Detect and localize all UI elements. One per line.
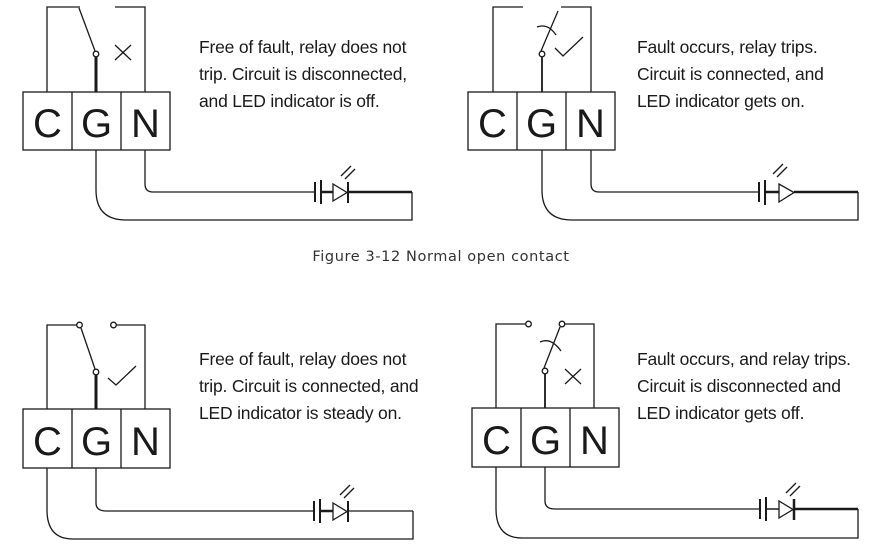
n-wire-top <box>561 6 592 92</box>
led-circuit-bottom-left <box>46 468 414 540</box>
g-to-led-wire <box>544 467 760 510</box>
c-contact-terminal <box>76 321 83 329</box>
figure-caption: Figure 3-12 Normal open contact <box>312 249 570 265</box>
n-to-led-wire <box>144 150 314 193</box>
description-top-right: Fault occurs, relay trips. Circuit is co… <box>637 37 824 111</box>
n-wire-top <box>565 323 595 408</box>
c-wire-top <box>46 6 80 92</box>
n-wire-top <box>115 6 146 92</box>
terminal-g: G <box>530 419 561 463</box>
terminal-c: C <box>33 102 62 146</box>
terminal-n: N <box>580 419 609 463</box>
n-to-led-wire <box>590 150 759 193</box>
switch-blade <box>80 327 96 370</box>
relay-contact-top-left <box>46 6 146 92</box>
pivot-terminal <box>92 50 100 58</box>
terminal-block-top-left: C G N <box>22 91 171 151</box>
description-bottom-left: Free of fault, relay does not trip. Circ… <box>199 349 419 423</box>
led-circuit-top-right <box>541 150 859 221</box>
switch-blade <box>543 326 561 369</box>
c-wire-top <box>492 6 523 92</box>
led-icon <box>759 482 801 521</box>
relay-contact-bottom-right <box>495 320 595 408</box>
panel-bottom-right: C G N <box>471 320 859 539</box>
n-contact-terminal <box>558 320 566 328</box>
led-icon <box>314 165 356 204</box>
c-wire-top <box>495 323 526 408</box>
panel-top-left: C G N <box>22 6 413 221</box>
led-icon <box>758 163 796 205</box>
cross-icon <box>114 44 132 61</box>
relay-contact-top-right <box>492 6 592 92</box>
check-icon <box>554 36 584 57</box>
terminal-c: C <box>478 102 507 146</box>
terminal-n: N <box>576 102 605 146</box>
terminal-g: G <box>81 420 112 464</box>
terminal-g: G <box>81 102 112 146</box>
n-wire-top <box>116 324 146 409</box>
switch-blade <box>78 7 96 52</box>
g-return-wire <box>95 150 413 221</box>
terminal-g: G <box>526 102 557 146</box>
terminal-n: N <box>131 102 160 146</box>
terminal-c: C <box>33 420 62 464</box>
panel-bottom-left: C G N <box>22 321 414 540</box>
g-return-wire <box>541 150 859 221</box>
led-circuit-bottom-right <box>495 467 859 539</box>
terminal-block-bottom-right: C G N <box>471 407 620 468</box>
panel-top-right: C G N <box>467 6 859 221</box>
g-to-led-wire <box>95 468 314 512</box>
pivot-terminal <box>541 367 549 375</box>
terminal-block-top-right: C G N <box>467 91 616 151</box>
description-top-left: Free of fault, relay does not trip. Circ… <box>199 37 407 111</box>
trip-arc <box>539 340 562 352</box>
switch-blade <box>540 10 559 52</box>
n-contact-terminal <box>110 321 117 329</box>
c-return-wire <box>46 468 414 540</box>
led-icon <box>313 484 355 523</box>
cross-icon <box>564 368 582 385</box>
check-icon <box>107 365 137 386</box>
c-return-wire <box>495 467 859 539</box>
trip-arc <box>536 25 557 36</box>
description-bottom-right: Fault occurs, and relay trips. Circuit i… <box>637 349 851 423</box>
relay-contact-bottom-left <box>46 321 146 409</box>
terminal-n: N <box>131 420 160 464</box>
led-circuit-top-left <box>95 150 413 221</box>
terminal-c: C <box>482 419 511 463</box>
c-contact-terminal <box>525 320 532 328</box>
terminal-block-bottom-left: C G N <box>22 408 171 469</box>
pivot-terminal <box>92 368 100 376</box>
c-wire-top <box>46 324 77 409</box>
pivot-terminal <box>538 50 546 58</box>
